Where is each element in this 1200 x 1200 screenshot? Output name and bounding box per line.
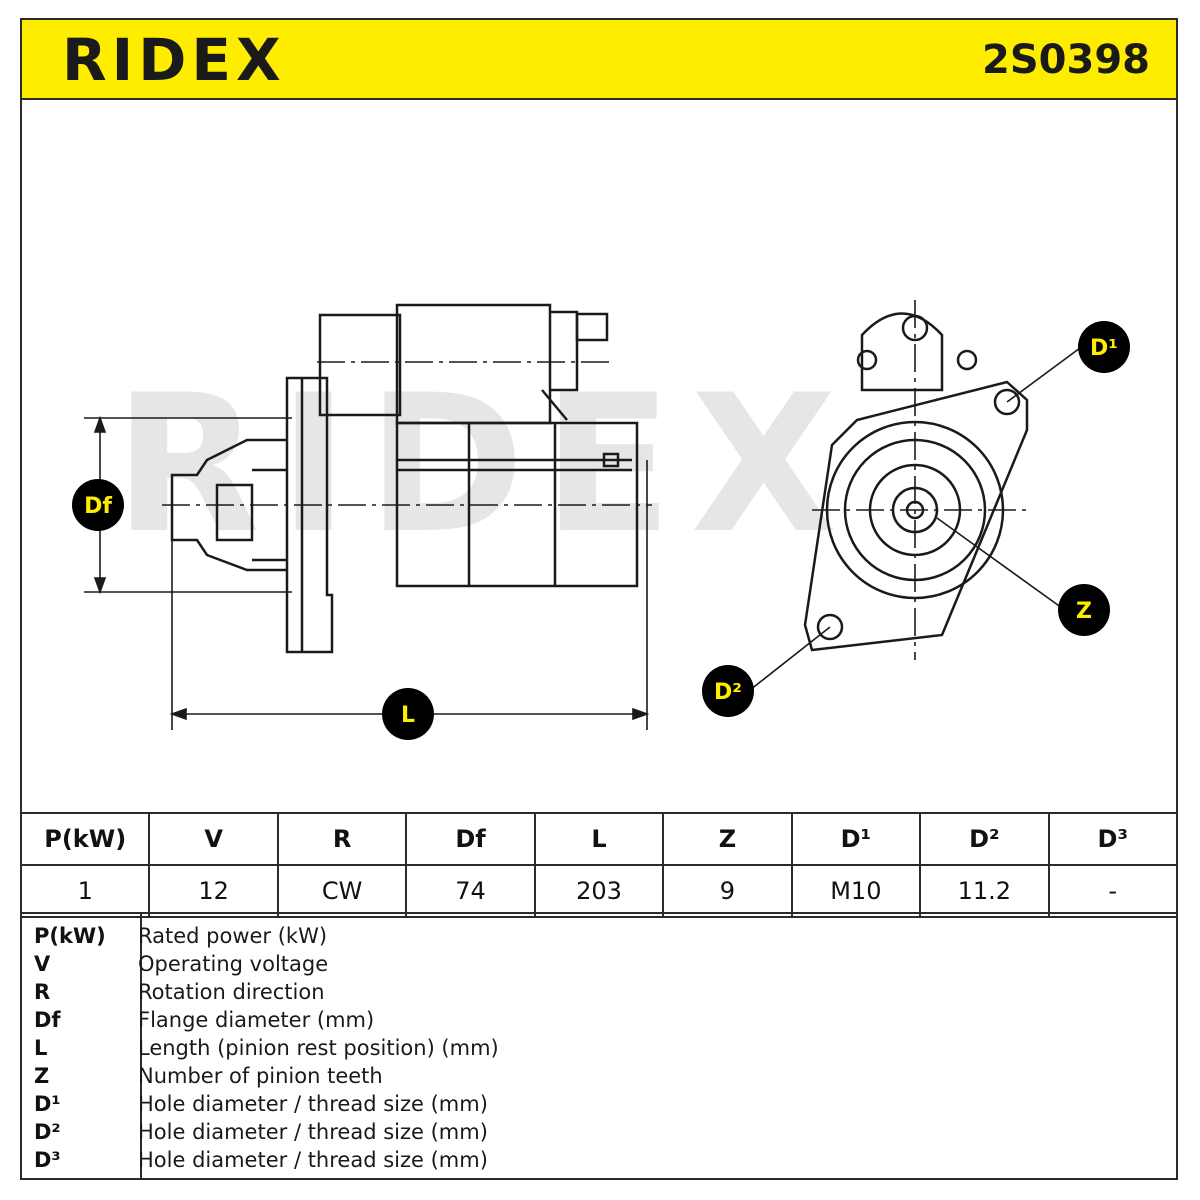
leader-lines — [749, 347, 1081, 691]
badge-d1: D¹ — [1078, 321, 1130, 373]
badge-l: L — [382, 688, 434, 740]
legend-desc: Hole diameter / thread size (mm) — [138, 1092, 488, 1116]
value-power: 1 — [19, 864, 151, 918]
header-d3: D³ — [1047, 812, 1178, 866]
legend-key: V — [34, 952, 51, 976]
legend-desc: Hole diameter / thread size (mm) — [138, 1148, 488, 1172]
header-power: P(kW) — [19, 812, 151, 866]
legend-item: Z Number of pinion teeth — [22, 1062, 1176, 1090]
value-length: 203 — [533, 864, 665, 918]
svg-text:D²: D² — [714, 680, 742, 705]
svg-text:Z: Z — [1076, 599, 1092, 624]
header-length: L — [533, 812, 665, 866]
header-d1: D¹ — [790, 812, 922, 866]
value-voltage: 12 — [148, 864, 279, 918]
value-rotation: CW — [276, 864, 408, 918]
legend-key: Df — [34, 1008, 61, 1032]
badge-d2: D² — [702, 665, 754, 717]
legend-desc: Hole diameter / thread size (mm) — [138, 1120, 488, 1144]
technical-drawing: RIDEX — [22, 100, 1176, 814]
legend-item: D³ Hole diameter / thread size (mm) — [22, 1146, 1176, 1174]
svg-text:Df: Df — [84, 494, 112, 519]
legend-item: L Length (pinion rest position) (mm) — [22, 1034, 1176, 1062]
legend-desc: Number of pinion teeth — [138, 1064, 383, 1088]
value-d2: 11.2 — [919, 864, 1050, 918]
legend-item: V Operating voltage — [22, 950, 1176, 978]
legend-desc: Flange diameter (mm) — [138, 1008, 375, 1032]
brand-logo: RIDEX — [62, 26, 286, 94]
value-flange: 74 — [405, 864, 536, 918]
header-flange: Df — [405, 812, 536, 866]
legend-key: R — [34, 980, 51, 1004]
specs-table: P(kW) V R Df L Z D¹ D² D³ 1 12 CW 74 203… — [19, 812, 1178, 918]
legend-desc: Rotation direction — [138, 980, 325, 1004]
legend-desc: Operating voltage — [138, 952, 329, 976]
side-view — [170, 303, 639, 654]
legend-divider — [140, 914, 142, 1178]
badge-df: Df — [72, 479, 124, 531]
starter-motor-drawing: RIDEX — [72, 300, 1130, 740]
legend-item: D² Hole diameter / thread size (mm) — [22, 1118, 1176, 1146]
legend-key: D¹ — [34, 1092, 61, 1116]
legend-key: P(kW) — [34, 924, 106, 948]
legend-item: Df Flange diameter (mm) — [22, 1006, 1176, 1034]
specs-value-row: 1 12 CW 74 203 9 M10 11.2 - — [19, 864, 1178, 918]
svg-text:L: L — [401, 703, 415, 728]
badge-z: Z — [1058, 584, 1110, 636]
watermark-text: RIDEX — [114, 354, 855, 575]
legend-key: D² — [34, 1120, 61, 1144]
legend: P(kW) Rated power (kW) V Operating volta… — [20, 912, 1178, 1180]
header-teeth: Z — [662, 812, 793, 866]
part-number: 2S0398 — [982, 37, 1150, 83]
legend-desc: Rated power (kW) — [138, 924, 328, 948]
legend-item: D¹ Hole diameter / thread size (mm) — [22, 1090, 1176, 1118]
legend-key: D³ — [34, 1148, 61, 1172]
header-d2: D² — [919, 812, 1050, 866]
value-teeth: 9 — [662, 864, 793, 918]
legend-desc: Length (pinion rest position) (mm) — [138, 1036, 499, 1060]
svg-text:D¹: D¹ — [1090, 336, 1118, 361]
value-d3: - — [1047, 864, 1178, 918]
legend-key: L — [34, 1036, 48, 1060]
specs-header-row: P(kW) V R Df L Z D¹ D² D³ — [19, 812, 1178, 866]
value-d1: M10 — [790, 864, 922, 918]
header-rotation: R — [276, 812, 408, 866]
header-band: RIDEX 2S0398 — [22, 20, 1176, 100]
header-voltage: V — [148, 812, 279, 866]
l-dimension — [169, 460, 650, 730]
legend-item: R Rotation direction — [22, 978, 1176, 1006]
legend-item: P(kW) Rated power (kW) — [22, 922, 1176, 950]
legend-key: Z — [34, 1064, 50, 1088]
